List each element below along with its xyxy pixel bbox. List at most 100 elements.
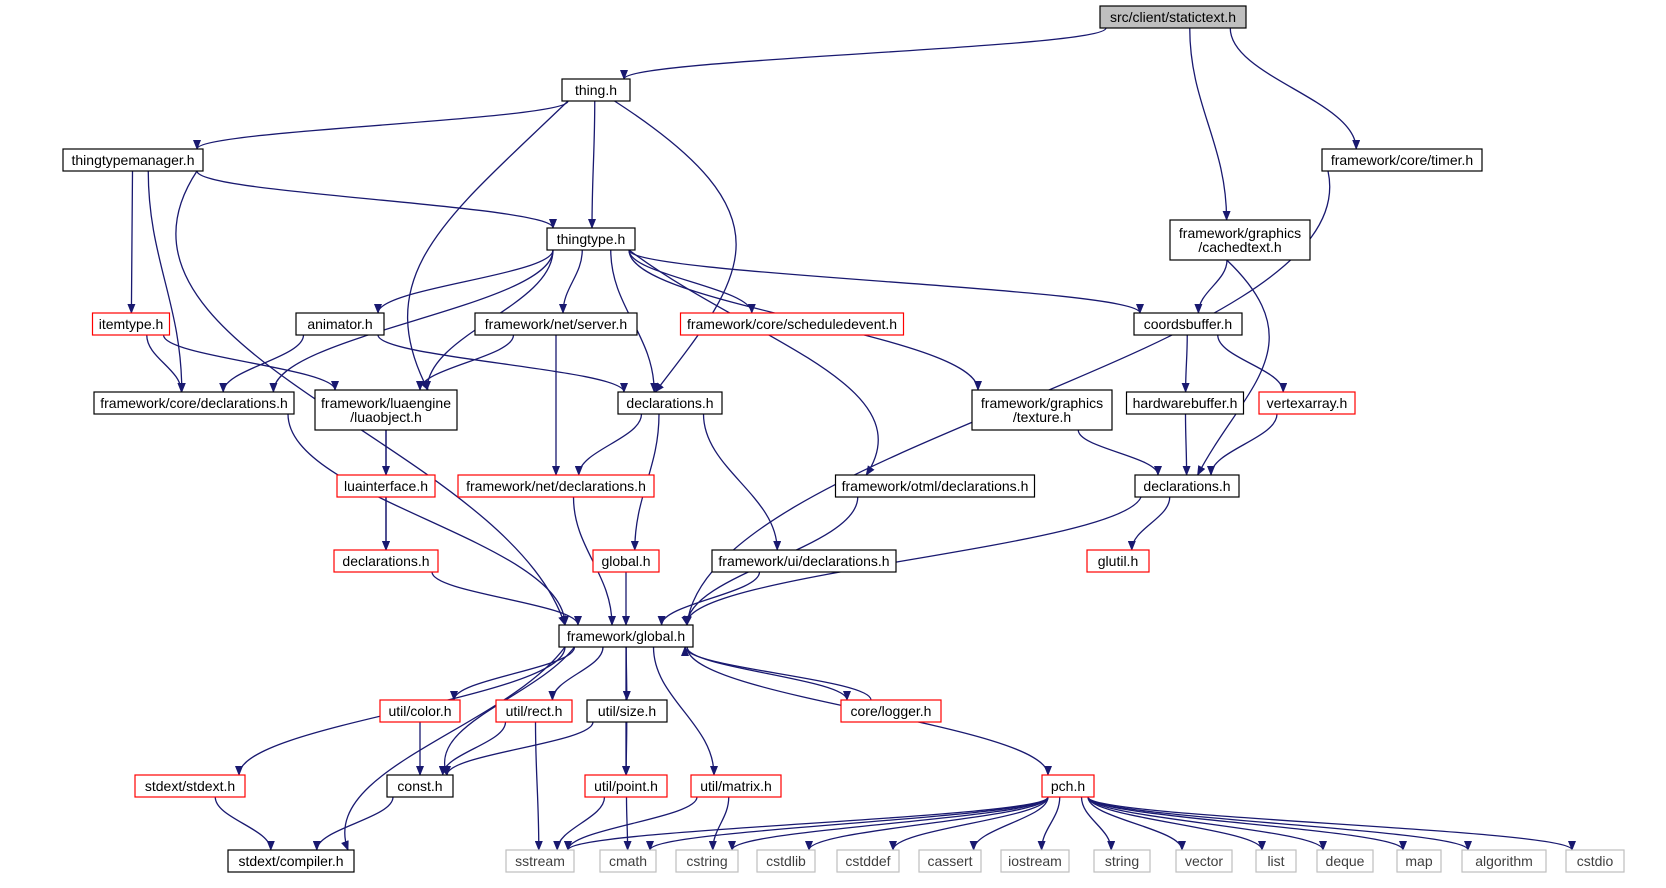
edge-stdext-to-compiler <box>214 796 275 851</box>
node-otmldecl[interactable]: framework/otml/declarations.h <box>834 474 1036 498</box>
node-sstream[interactable]: sstream <box>505 849 575 873</box>
node-label-deque: deque <box>1326 853 1365 869</box>
node-uidecl[interactable]: framework/ui/declarations.h <box>711 549 897 573</box>
node-cstring[interactable]: cstring <box>675 849 739 873</box>
node-label-scheduledevent: framework/core/scheduledevent.h <box>687 316 897 332</box>
node-cstdlib[interactable]: cstdlib <box>756 849 816 873</box>
node-netserver[interactable]: framework/net/server.h <box>474 312 638 336</box>
node-coredecl[interactable]: framework/core/declarations.h <box>93 391 295 415</box>
node-scheduledevent[interactable]: framework/core/scheduledevent.h <box>679 312 905 336</box>
edge-thingtype-to-animator <box>374 249 554 314</box>
node-label-texture: /texture.h <box>1013 409 1071 425</box>
edge-rect-to-const <box>438 721 507 776</box>
edge-luadecl-to-fwglobal <box>431 571 582 626</box>
node-thingtype[interactable]: thingtype.h <box>546 227 636 251</box>
node-vertexarray[interactable]: vertexarray.h <box>1258 391 1356 415</box>
node-cstddef[interactable]: cstddef <box>836 849 900 873</box>
node-stdext[interactable]: stdext/stdext.h <box>134 774 246 798</box>
node-box-gfxdecl <box>1134 474 1240 498</box>
edge-thing-to-thingtypemanager <box>193 100 569 150</box>
node-box-statictext <box>1099 5 1247 29</box>
edge-pch-to-cstdlib <box>805 796 1049 851</box>
node-timer[interactable]: framework/core/timer.h <box>1321 148 1483 172</box>
node-box-size <box>586 699 668 723</box>
edge-coredecl-to-fwglobal <box>287 413 569 626</box>
edge-gfxdecl-to-glutil <box>1127 496 1171 551</box>
node-box-list <box>1255 849 1297 873</box>
node-box-luadecl <box>333 549 439 573</box>
node-thingtypemanager[interactable]: thingtypemanager.h <box>62 148 204 172</box>
node-label-thingtypemanager: thingtypemanager.h <box>72 152 195 168</box>
edge-fwglobal-to-logger <box>686 646 851 701</box>
edge-size-to-point <box>622 721 631 776</box>
edge-thingtypemanager-to-thingtype <box>196 170 557 229</box>
node-cassert[interactable]: cassert <box>918 849 982 873</box>
node-luainterface[interactable]: luainterface.h <box>336 474 436 498</box>
node-box-cstdio <box>1565 849 1625 873</box>
edge-thingtype-to-netserver <box>559 249 583 314</box>
node-box-luaobject <box>314 389 458 431</box>
node-label-algorithm: algorithm <box>1475 853 1533 869</box>
edge-point-to-cmath <box>623 796 632 851</box>
node-pch[interactable]: pch.h <box>1041 774 1095 798</box>
node-list[interactable]: list <box>1255 849 1297 873</box>
node-box-thingtypemanager <box>62 148 204 172</box>
node-label-luaobject: /luaobject.h <box>350 409 422 425</box>
node-iostream[interactable]: iostream <box>1000 849 1070 873</box>
node-deque[interactable]: deque <box>1316 849 1374 873</box>
node-logger[interactable]: core/logger.h <box>840 699 942 723</box>
node-statictext[interactable]: src/client/statictext.h <box>1099 5 1247 29</box>
edge-animator-to-decl <box>377 334 628 393</box>
node-matrix[interactable]: util/matrix.h <box>690 774 782 798</box>
node-box-netdecl <box>457 474 655 498</box>
node-texture[interactable]: framework/graphics/texture.h <box>971 389 1113 431</box>
edge-thingtype-to-scheduledevent <box>628 249 756 314</box>
node-global[interactable]: global.h <box>592 549 660 573</box>
edge-matrix-to-cstring <box>708 796 730 851</box>
node-hardwarebuffer[interactable]: hardwarebuffer.h <box>1125 391 1245 415</box>
node-cachedtext[interactable]: framework/graphics/cachedtext.h <box>1169 219 1311 261</box>
node-label-coredecl: framework/core/declarations.h <box>100 395 288 411</box>
node-rect[interactable]: util/rect.h <box>495 699 573 723</box>
edge-rect-to-sstream <box>534 721 543 851</box>
node-label-netserver: framework/net/server.h <box>485 316 627 332</box>
node-gfxdecl[interactable]: declarations.h <box>1134 474 1240 498</box>
edge-thingtype-to-coordsbuffer <box>628 249 1144 314</box>
node-label-size: util/size.h <box>598 703 656 719</box>
node-label-hardwarebuffer: hardwarebuffer.h <box>1133 395 1238 411</box>
node-netdecl[interactable]: framework/net/declarations.h <box>457 474 655 498</box>
edge-fwglobal-to-const <box>440 646 576 776</box>
node-decl[interactable]: declarations.h <box>617 391 723 415</box>
edge-pch-to-cstring <box>728 796 1049 851</box>
edge-matrix-to-sstream <box>564 796 698 851</box>
edge-fwglobal-to-rect <box>548 646 604 701</box>
node-box-decl <box>617 391 723 415</box>
node-size[interactable]: util/size.h <box>586 699 668 723</box>
node-color[interactable]: util/color.h <box>379 699 461 723</box>
node-fwglobal[interactable]: framework/global.h <box>558 624 694 648</box>
node-algorithm[interactable]: algorithm <box>1461 849 1547 873</box>
edge-animator-to-coredecl <box>219 334 305 393</box>
node-cstdio[interactable]: cstdio <box>1565 849 1625 873</box>
node-glutil[interactable]: glutil.h <box>1086 549 1150 573</box>
node-box-coredecl <box>93 391 295 415</box>
node-string[interactable]: string <box>1093 849 1151 873</box>
node-thing[interactable]: thing.h <box>561 78 631 102</box>
edge-size-to-const <box>443 721 594 776</box>
node-compiler[interactable]: stdext/compiler.h <box>227 849 355 873</box>
node-cmath[interactable]: cmath <box>599 849 657 873</box>
node-const[interactable]: const.h <box>386 774 454 798</box>
node-point[interactable]: util/point.h <box>584 774 668 798</box>
node-label-cstdlib: cstdlib <box>766 853 806 869</box>
node-coordsbuffer[interactable]: coordsbuffer.h <box>1133 312 1243 336</box>
node-itemtype[interactable]: itemtype.h <box>91 312 171 336</box>
node-map[interactable]: map <box>1396 849 1442 873</box>
node-label-animator: animator.h <box>307 316 372 332</box>
node-label-glutil: glutil.h <box>1098 553 1138 569</box>
node-animator[interactable]: animator.h <box>295 312 385 336</box>
node-luadecl[interactable]: declarations.h <box>333 549 439 573</box>
node-vector[interactable]: vector <box>1175 849 1233 873</box>
node-label-stdext: stdext/stdext.h <box>145 778 235 794</box>
node-luaobject[interactable]: framework/luaengine/luaobject.h <box>314 389 458 431</box>
